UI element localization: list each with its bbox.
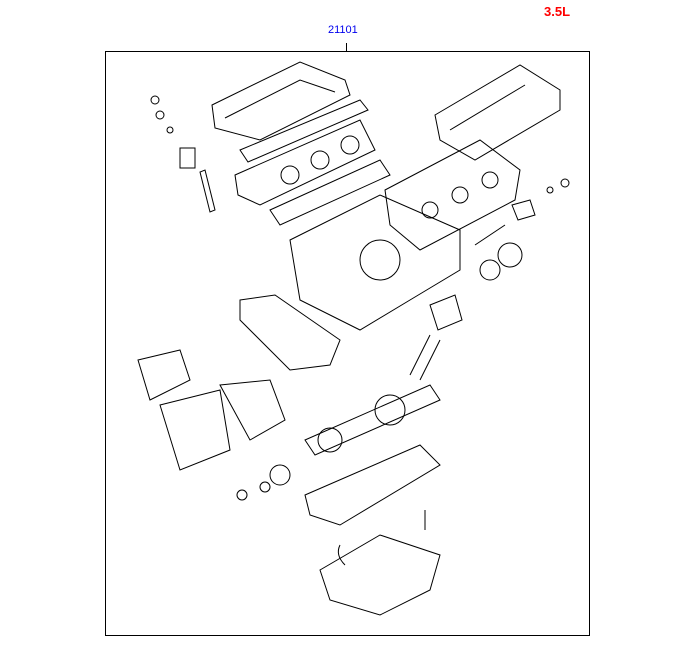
diagram-frame [105, 51, 590, 636]
cylinder-head-cover-right [434, 64, 561, 161]
part-number-link[interactable]: 21101 [328, 24, 358, 36]
piston [429, 294, 463, 331]
engine-variant-label: 3.5L [544, 4, 571, 19]
valve-parts-left [150, 95, 216, 213]
head-gasket-left [269, 159, 391, 226]
crankshaft [304, 384, 441, 456]
cylinder-head-left [234, 119, 376, 206]
callout-leader-line [346, 43, 347, 51]
valve-parts-right [474, 178, 570, 281]
cylinder-head-cover-left [211, 61, 351, 141]
camshaft-left [239, 99, 369, 163]
bearings-and-sprocket [236, 464, 291, 501]
cylinder-head-right [384, 139, 521, 251]
timing-cover-upper [239, 294, 341, 371]
lower-crankcase [304, 444, 441, 526]
oil-pan [319, 510, 441, 616]
cylinder-block [289, 194, 461, 331]
timing-covers-lower [137, 349, 286, 471]
connecting-rod [409, 334, 441, 381]
